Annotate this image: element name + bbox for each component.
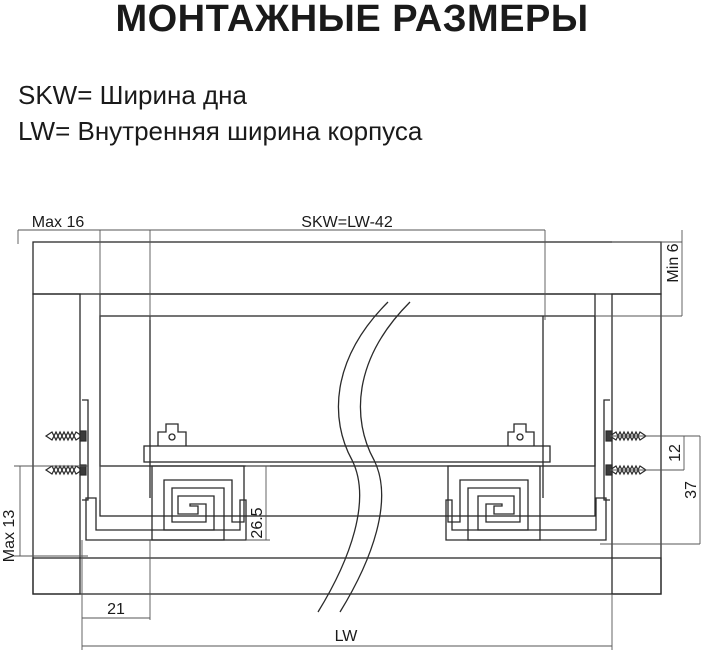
drawer-front-frame — [99, 293, 596, 517]
cabinet-top-panel — [32, 241, 662, 295]
label-26-5: 26.5 — [249, 507, 266, 538]
drawer-inner-panel — [99, 315, 596, 467]
left-runner-profile — [151, 465, 245, 541]
left-mount-bracket — [82, 399, 89, 501]
screw-left-upper — [44, 430, 87, 442]
left-slide-rail — [85, 497, 247, 541]
screw-left-lower — [44, 464, 87, 476]
label-12: 12 — [667, 444, 684, 462]
break-line-left — [317, 301, 389, 613]
cabinet-bottom-panel — [32, 557, 662, 595]
legend-skw: SKW= Ширина дна — [18, 80, 247, 110]
break-line-right — [339, 301, 411, 613]
label-max13: Max 13 — [1, 510, 18, 563]
label-min6: Min 6 — [665, 243, 682, 282]
right-mount-bracket — [603, 399, 610, 501]
drawer-bottom-plate — [143, 445, 551, 463]
cabinet-right-panel — [611, 293, 662, 595]
right-runner-profile — [447, 465, 541, 541]
left-locking-clip — [157, 423, 187, 446]
label-37: 37 — [683, 481, 700, 499]
right-slide-rail — [445, 497, 607, 541]
legend-lw: LW= Внутренняя ширина корпуса — [18, 116, 423, 146]
label-21: 21 — [107, 601, 125, 618]
label-max16: Max 16 — [32, 214, 85, 231]
cabinet-left-panel — [32, 293, 81, 595]
right-locking-clip — [507, 423, 535, 446]
label-lw: LW — [335, 628, 359, 645]
label-skw: SKW=LW-42 — [301, 214, 393, 231]
page-title: МОНТАЖНЫЕ РАЗМЕРЫ — [115, 0, 589, 40]
